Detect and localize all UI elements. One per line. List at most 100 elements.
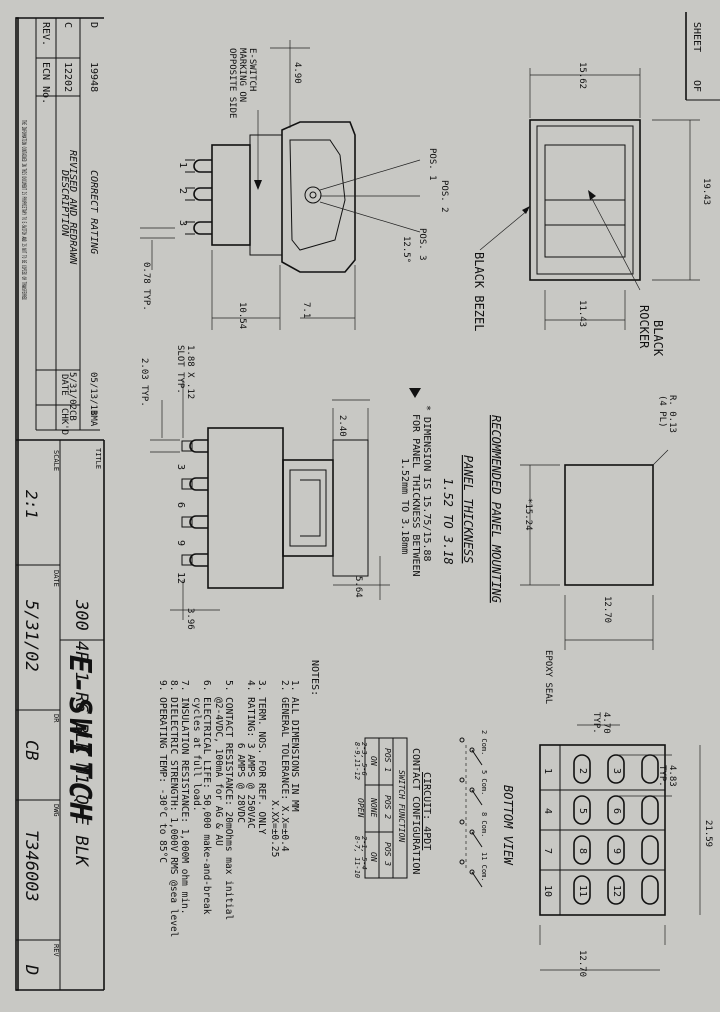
rev-d: D [88,22,99,28]
ecn-c: 12202 [62,62,73,92]
note-5: 5. CONTACT RESISTANCE: 20mOhms max initi… [223,680,234,920]
row1-pos2: NONE [369,797,378,817]
note-3: 3. TERM. NOS. FOR REF. ONLY [256,680,267,835]
chkd-d: BMA [88,410,98,427]
dim-3-96: 3.96 [185,608,195,630]
term-3: 3 [177,220,188,226]
mid-view: 1.88 X .12 SLOT TYP. 2.03 TYP. 2.40 3 6 … [139,345,390,630]
pin-12: 12 [611,885,622,897]
mid-term-9: 9 [175,540,186,546]
notes: NOTES: 1. ALL DIMENSIONS IN MM 2. GENERA… [157,660,320,937]
col-pos1: POS 1 [383,748,392,772]
pin-6: 6 [611,808,622,814]
row2-pos3b: 8-7, 11-10 [353,836,361,878]
note-7: 7. INSULATION RESISTANCE: 1,000M ohm min… [179,680,190,915]
panel-mounting: RECOMMENDED PANEL MOUNTING PANEL THICKNE… [399,388,677,650]
note-4: 4. RATING: 3 AMPS @ 250VAC [245,680,256,829]
pin-9: 9 [611,848,622,854]
note-8: 8. DIELECTRIC STRENGTH: 1,000V RMS @sea … [168,680,179,937]
dim-11-43: 11.43 [577,300,587,327]
term-1: 1 [177,162,188,168]
dim-2-40: 2.40 [337,415,347,437]
pin-8: 8 [577,848,588,854]
e-switch-logo: E-SWITCH [62,655,97,824]
ecn-d: 19948 [88,62,99,92]
note-4b: 6 AMPS @ 28VDC [235,680,246,823]
radius-2: (4 PL) [657,395,667,428]
dr-label: DR [52,714,60,723]
pin-1: 1 [542,768,553,774]
dim-19-43: 19.43 [701,178,711,205]
rev-c: C [62,22,73,28]
switch-function: SWITCH FUNCTION [397,770,406,842]
slot-2: SLOT TYP. [175,345,185,394]
note-6: 6. ELECTRICAL LIFE: 50,000 make-and-brea… [201,680,212,915]
row2-pos1: 2-3, 5-6 [360,742,368,776]
chkd-header: CHK'D [59,408,69,435]
dim-2-03: 2.03 TYP. [139,358,149,407]
scale-label: SCALE [52,450,60,471]
dim-12-70-panel: 12.70 [602,596,612,623]
mid-terminals [181,439,208,567]
col-pos3: POS 3 [383,842,392,866]
date-value: 5/31/02 [21,600,41,672]
note-9: 9. OPERATING TEMP: -30°C to 85°C [157,680,168,863]
circuit-title: CIRCUIT: 4PDT [421,772,432,850]
com-8: 8 Com. [480,812,488,837]
dwg-label: DWG [52,804,60,817]
rev-label: REV [52,944,60,957]
dim-4-83-1: 4.83 [667,765,677,787]
dim-5-64: 5.64 [353,576,363,598]
bottom-title: BOTTOM VIEW [501,785,515,866]
pin-10: 10 [542,885,553,897]
scale-value: 2:1 [22,490,41,519]
of-label: OF [691,80,702,92]
dim-7-1: 7.1 [301,302,311,318]
dwg-value: T346003 [21,830,41,902]
circuit-subtitle: CONTACT CONFIGURATION [410,748,421,874]
mid-term-12: 12 [175,572,186,584]
note-2: 2. GENERAL TOLERANCE: X.X=±0.4 [279,680,290,852]
row1-pos1: ON [369,756,378,766]
date-d: 05/13/11 [88,372,98,415]
contact-diagram [459,737,483,888]
black-rocker-2: ROCKER [637,305,651,349]
ecn-header: ECN No. [40,62,51,104]
title-block: REV. ECN No. DESCRIPTION DATE CHK'D D 19… [15,17,105,991]
circuit-section: CIRCUIT: 4PDT CONTACT CONFIGURATION SWIT… [353,730,488,888]
panel-range: 1.52 TO 3.18 [441,478,455,565]
dim-21-59: 21.59 [703,820,713,847]
panel-note-1: * DIMENSION IS 15.75/15.88 [421,405,432,562]
sheet-label: SHEET [691,22,702,52]
com-2: 2 Com. [480,730,488,755]
pos-2: POS. 2 [439,180,449,213]
note-6b: cycles at full load. [191,680,202,812]
dim-4-90: 4.90 [292,62,302,84]
dim-15-24: *15.24 [523,498,533,531]
com-5: 5 Com. [480,770,488,795]
panel-note-3: 1.52mm TO 3.18mm [399,458,410,554]
triangle-icon [409,388,421,398]
slot-1: 1.88 X .12 [185,345,195,399]
pos-1: POS. 1 [427,148,437,181]
black-bezel: BLACK BEZEL [472,252,486,331]
marking-2: MARKING ON [237,48,247,102]
date-label: DATE [52,570,60,587]
drawing-title: 300 4P-1 R6 BLK M1 Q E BLK [71,599,91,868]
pin-7: 7 [542,848,553,854]
black-rocker-1: BLACK [651,320,665,357]
note-1: 1. ALL DIMENSIONS IN MM [289,680,300,812]
epoxy-seal: EPOXY SEAL [543,650,553,704]
angle-12-5: 12.5° [401,236,411,263]
note-5b: @2-4VDC, 100mA for AG & AU [213,680,224,846]
term-2: 2 [177,188,188,194]
row2-pos3: 2-1, 5-4 [360,836,368,870]
pin-11: 11 [577,885,588,897]
mid-term-6: 6 [175,502,186,508]
com-11: 11 Com. [480,852,488,882]
pin-4: 4 [542,808,553,814]
rev-value: D [21,964,41,975]
row2-pos2: OPEN [356,798,365,817]
desc-d: CORRECT RATING [88,170,99,254]
